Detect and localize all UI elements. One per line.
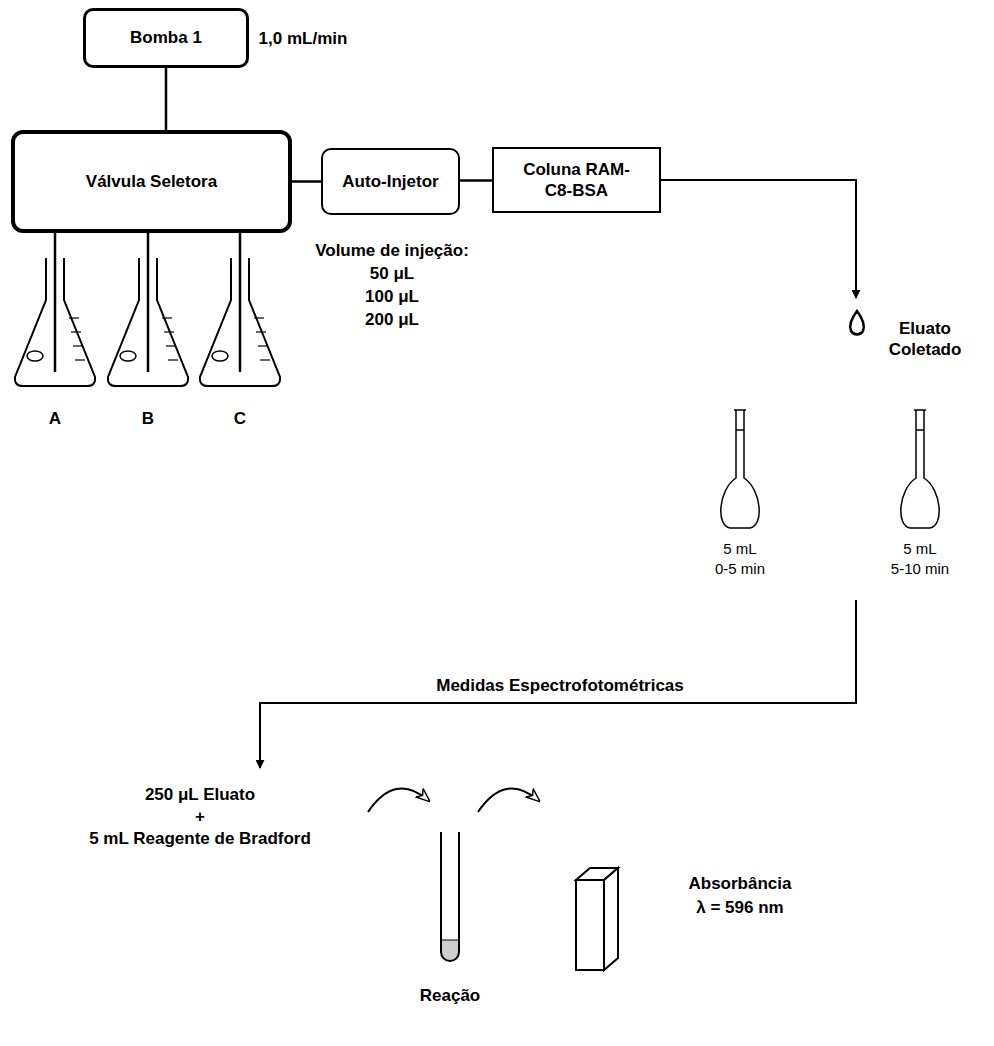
sample-label: 250 μL Eluato	[145, 784, 255, 805]
injection-volume-title: Volume de injeção:	[315, 240, 469, 261]
erlenmeyer-flask	[15, 233, 95, 386]
volumetric-flask	[901, 410, 939, 528]
flask-letter: A	[49, 408, 61, 429]
time-label: 5-10 min	[891, 560, 949, 579]
volume-label: 5 mL	[903, 540, 936, 559]
node-label: Coluna RAM-C8-BSA	[521, 159, 633, 202]
reaction-label: Reação	[420, 985, 480, 1006]
drop-symbol	[850, 311, 864, 334]
eluate-arrow	[661, 180, 856, 298]
measurement-title: Medidas Espectrofotométricas	[436, 675, 684, 696]
curved-arrow	[478, 788, 538, 812]
node-label: Auto-Injetor	[342, 171, 438, 192]
curved-arrow	[368, 788, 428, 812]
absorbance-label: Absorbância	[689, 873, 792, 894]
injection-volume: 100 μL	[365, 286, 419, 307]
solvent-flasks	[15, 233, 280, 386]
test-tube	[441, 832, 459, 961]
volume-label: 5 mL	[723, 540, 756, 559]
injection-volume: 200 μL	[365, 309, 419, 330]
flask-letter: B	[142, 408, 154, 429]
flask-letter: C	[234, 408, 246, 429]
sample-label: 5 mL Reagente de Bradford	[89, 828, 311, 849]
flow-connector	[292, 180, 321, 183]
measure-arrow	[260, 600, 856, 768]
volumetric-flasks	[721, 410, 939, 528]
pump-box: Bomba 1	[83, 8, 249, 68]
injection-volume: 50 μL	[370, 263, 414, 284]
cuvette	[576, 868, 618, 970]
node-label: Válvula Seletora	[86, 171, 217, 192]
solvent-line	[147, 233, 150, 372]
column-box: Coluna RAM-C8-BSA	[492, 147, 661, 213]
autoinjector-box: Auto-Injetor	[321, 148, 460, 215]
wavelength-label: λ = 596 nm	[696, 897, 783, 918]
sample-label: +	[195, 806, 205, 827]
flow-connector	[165, 68, 168, 130]
erlenmeyer-flask	[200, 233, 280, 386]
solvent-line	[239, 233, 242, 372]
flow-rate: 1,0 mL/min	[259, 28, 348, 49]
time-label: 0-5 min	[715, 560, 765, 579]
node-label: Bomba 1	[130, 27, 202, 48]
volumetric-flask	[721, 410, 759, 528]
erlenmeyer-flask	[108, 233, 188, 386]
selector-valve-box: Válvula Seletora	[11, 130, 292, 233]
flow-lines	[260, 180, 856, 812]
solvent-line	[54, 233, 57, 372]
eluate-label: Eluato Coletado	[875, 318, 975, 361]
flow-connector	[460, 179, 492, 182]
